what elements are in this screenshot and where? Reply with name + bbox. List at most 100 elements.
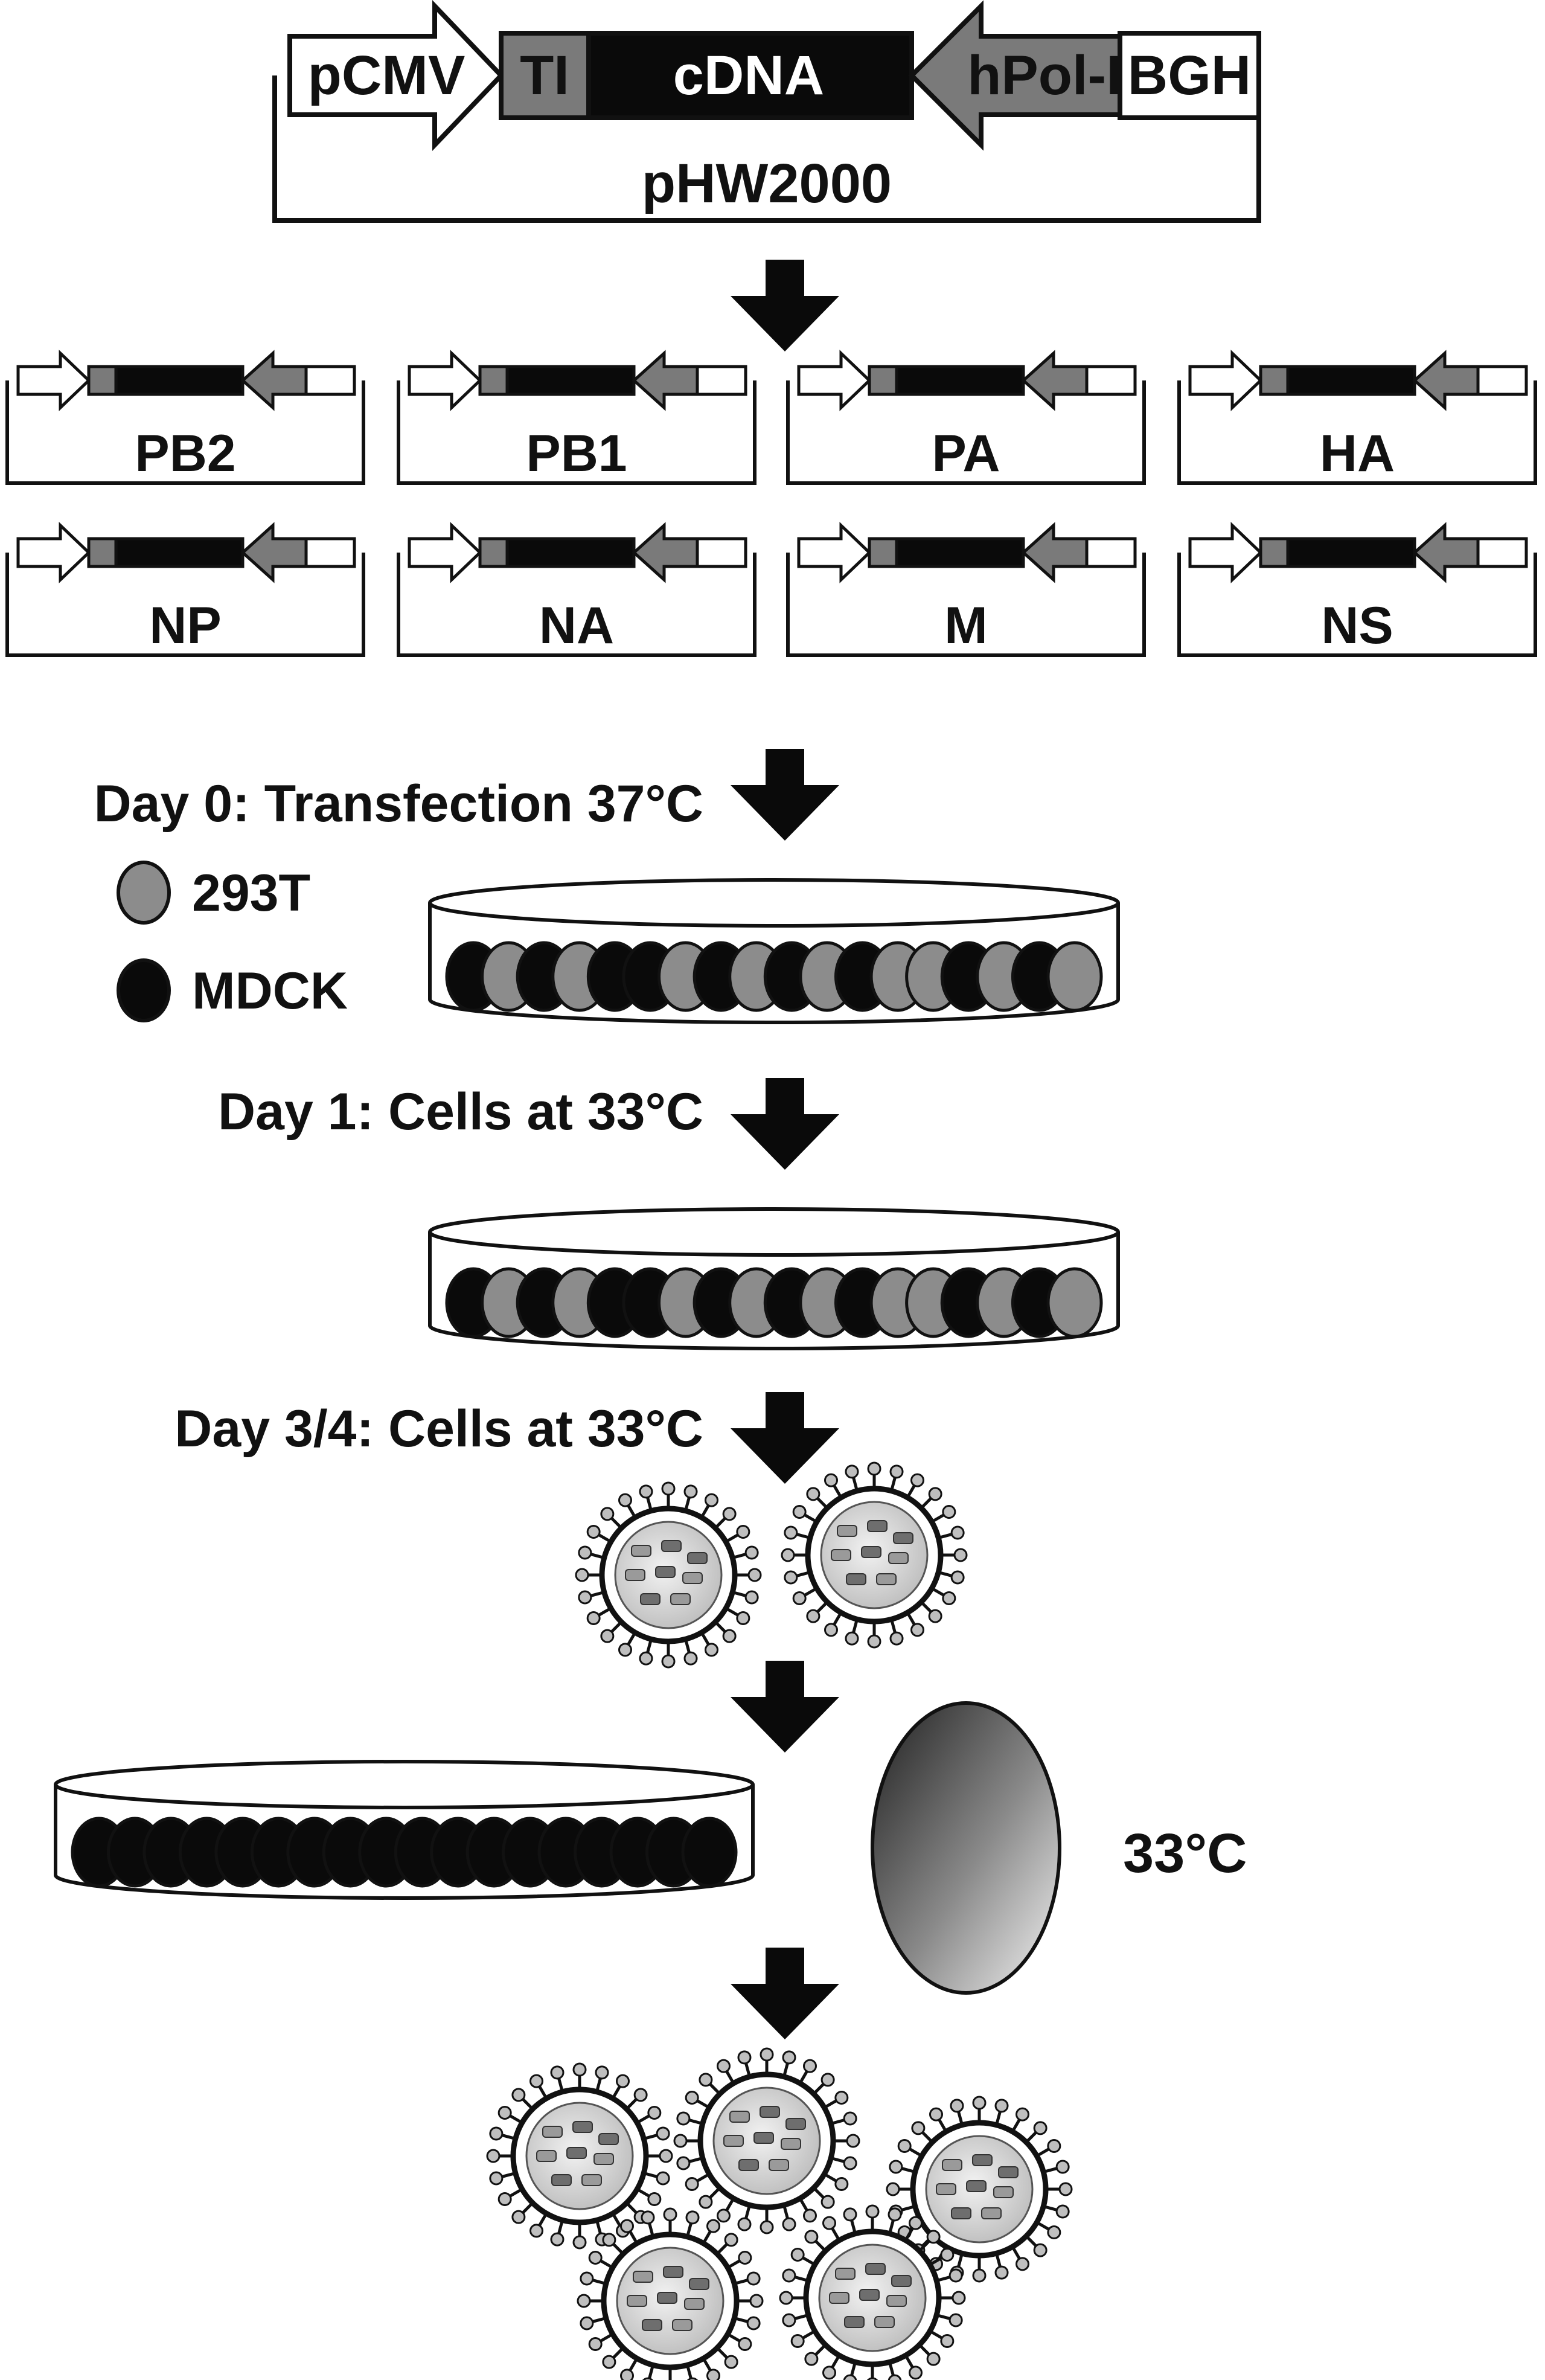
virus-spike-head <box>950 1570 965 1585</box>
virus-spike <box>995 2254 1002 2269</box>
culture-dishes <box>54 878 1120 1900</box>
virus-spike-head <box>663 2207 677 2222</box>
virus-spike <box>904 2226 915 2240</box>
egg-temperature-label: 33°C <box>1123 1823 1247 1884</box>
virus-spike-head <box>806 1609 820 1623</box>
virus-spike <box>906 1612 916 1627</box>
virus-rnp-segment <box>723 2135 744 2147</box>
virus-spike-head <box>888 2374 902 2380</box>
plasmid-label: PB2 <box>135 425 235 483</box>
step-day1-label: Day 1: Cells at 33°C <box>218 1083 703 1141</box>
virus-spike <box>626 1632 636 1647</box>
virus-spike-head <box>845 1631 859 1646</box>
virus-spike <box>849 2362 857 2378</box>
virus-spike-head <box>942 1505 956 1519</box>
virus-rnp-segment <box>874 2316 895 2328</box>
virus-spike-head <box>676 2156 691 2170</box>
virus-rnp-segment <box>837 1525 857 1537</box>
plasmid-label: M <box>944 597 988 655</box>
virus-spike <box>799 2198 809 2213</box>
egg-shape <box>871 1701 1061 1995</box>
virus-spike-head <box>926 2352 941 2366</box>
virus-spike <box>937 2117 947 2132</box>
virus-spike <box>1026 2236 1038 2248</box>
virus-spike-head <box>782 2217 796 2231</box>
virus-spike <box>832 1483 842 1498</box>
virus-spike-head <box>803 2208 817 2223</box>
virus-spike-head <box>685 2091 699 2105</box>
virus-particle-4 <box>673 2047 860 2234</box>
virus-spike-head <box>550 2232 565 2247</box>
virus-spike-head <box>994 2099 1009 2113</box>
step-day0-label: Day 0: Transfection 37°C <box>94 775 703 833</box>
virus-spike <box>888 2362 895 2378</box>
virus-spike-head <box>618 1643 632 1657</box>
virus-spike-head <box>706 2369 720 2380</box>
virus-spike <box>700 1632 711 1647</box>
virus-spike-head <box>736 1611 750 1625</box>
virus-spike-head <box>910 1623 924 1637</box>
plasmid-np: NP <box>5 522 365 657</box>
virus-rnp-segment <box>981 2207 1002 2219</box>
virus-spike <box>500 2172 515 2179</box>
virus-spike-head <box>737 2050 752 2065</box>
virus-rnp-segment <box>593 2153 614 2165</box>
virus-spike-head <box>867 1461 881 1476</box>
backbone-label: pHW2000 <box>642 153 892 214</box>
virus-spike <box>813 2187 826 2200</box>
virus-spike <box>799 2069 809 2083</box>
cdna-segment <box>895 365 1025 396</box>
virus-spike-head <box>578 1590 592 1605</box>
virus-spike-head <box>889 1464 904 1479</box>
virus-spike <box>684 1640 691 1655</box>
legend-293t-swatch <box>117 861 171 925</box>
legend-mdck-swatch <box>117 958 171 1022</box>
virus-spike <box>715 1516 728 1528</box>
virus-spike-head <box>972 2268 987 2283</box>
virus-spike-head <box>737 2217 752 2231</box>
virus-spike <box>598 2259 613 2269</box>
virus-particle-6 <box>577 2207 764 2380</box>
virus-spike-head <box>1047 2225 1061 2239</box>
virus-spike <box>700 1503 711 1518</box>
virus-spike <box>612 2084 622 2099</box>
virus-rnp-segment <box>542 2126 563 2138</box>
virus-spike-head <box>620 2369 634 2380</box>
bgh-label: BGH <box>1128 45 1251 106</box>
plasmid-outline <box>1177 553 1537 657</box>
virus-spike-head <box>529 2074 543 2088</box>
virus-spike <box>728 2333 742 2343</box>
plasmid-ns: NS <box>1177 522 1537 657</box>
virus-spike <box>919 2344 932 2357</box>
virus-particle-5 <box>886 2096 1073 2283</box>
virus-spike-head <box>804 2352 819 2366</box>
plasmid-na: NA <box>397 522 757 657</box>
cell-legend: 293T MDCK <box>117 861 348 1022</box>
virus-spike <box>626 2097 639 2109</box>
virus-spike <box>590 2317 606 2324</box>
virus-spike <box>782 2205 790 2221</box>
virus-spike-head <box>953 1548 968 1562</box>
virus-spike-head <box>602 2355 616 2369</box>
pcmv-label: pCMV <box>308 45 465 106</box>
virus-spike <box>733 1591 748 1598</box>
virus-spike <box>637 2188 651 2198</box>
polI-arrow <box>1412 522 1480 583</box>
virus-spike-head <box>790 2334 805 2348</box>
virus-spike <box>939 1571 954 1578</box>
ti-segment <box>868 365 898 396</box>
virus-spike-head <box>616 2074 630 2088</box>
virus-spike-head <box>1047 2139 1061 2153</box>
terminator-segment <box>304 365 356 396</box>
promoter-arrow <box>16 522 91 583</box>
virus-spike <box>500 2133 515 2140</box>
virus-spike-head <box>642 2377 654 2380</box>
virus-rnp-segment <box>781 2138 801 2150</box>
virus-rnp-segment <box>831 1549 851 1561</box>
cdna-segment <box>1286 365 1416 396</box>
virus-rnp-segment <box>682 1572 703 1584</box>
virus-spike-head <box>940 2334 955 2348</box>
virus-spike-head <box>639 1484 653 1499</box>
process-arrows <box>731 260 839 2039</box>
